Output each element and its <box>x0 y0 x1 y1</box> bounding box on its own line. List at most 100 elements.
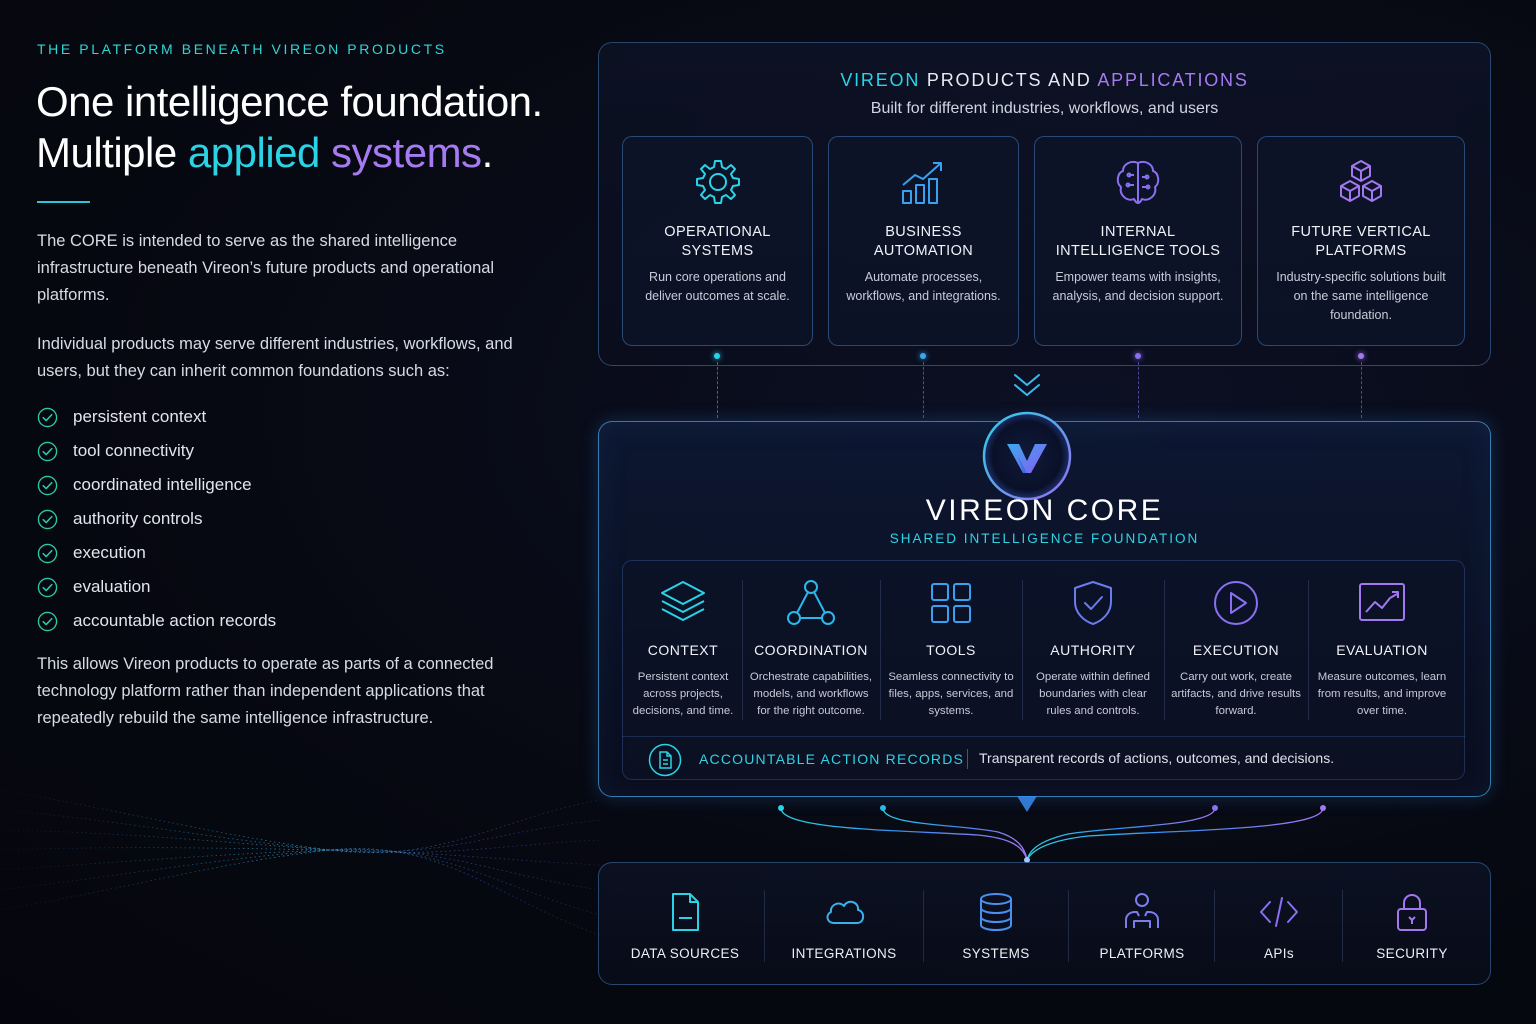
products-title: VIREON PRODUCTS AND APPLICATIONS <box>599 70 1490 91</box>
capability-description: Orchestrate capabilities, models, and wo… <box>749 671 873 717</box>
checklist-item: persistent context <box>37 400 276 434</box>
growth-chart-icon <box>901 162 942 204</box>
connector-dot <box>714 353 720 359</box>
core-subtitle: SHARED INTELLIGENCE FOUNDATION <box>889 531 1200 546</box>
product-description: Industry-specific solutions built on the… <box>1276 270 1446 322</box>
divider <box>1214 890 1215 962</box>
check-circle-icon <box>37 407 58 427</box>
headline-applied: applied <box>187 129 320 176</box>
particle-waves-decoration <box>0 789 600 936</box>
checklist-item: accountable action records <box>37 604 276 638</box>
headline: One intelligence foundation. Multiple ap… <box>36 76 543 178</box>
capability-title: EVALUATION <box>1336 642 1428 658</box>
checklist-label: persistent context <box>73 407 207 426</box>
checklist-item: execution <box>37 536 276 570</box>
base-item-data-sources[interactable]: DATA SOURCES <box>612 888 758 968</box>
base-item-security[interactable]: SECURITY <box>1348 888 1476 968</box>
headline-period: . <box>481 129 494 176</box>
connector-dot <box>1135 353 1141 359</box>
capability-tools[interactable]: TOOLS Seamless connectivity to files, ap… <box>882 578 1020 718</box>
divider <box>1342 890 1343 962</box>
checklist-label: execution <box>73 543 146 562</box>
connector-line <box>1361 362 1362 418</box>
base-item-label: SYSTEMS <box>962 946 1030 961</box>
base-item-label: INTEGRATIONS <box>791 946 897 961</box>
cloud-icon <box>826 900 865 924</box>
connector-line <box>923 362 924 418</box>
divider <box>880 580 881 720</box>
document-icon <box>672 893 699 931</box>
base-item-label: APIs <box>1263 946 1295 961</box>
capability-title: CONTEXT <box>647 642 719 658</box>
checklist-item: coordinated intelligence <box>37 468 276 502</box>
gear-icon <box>695 160 740 204</box>
products-title-end: APPLICATIONS <box>1097 70 1249 90</box>
capability-title: EXECUTION <box>1192 642 1280 658</box>
shield-check-icon <box>1074 581 1112 625</box>
foundations-paragraph: Individual products may serve different … <box>37 335 513 380</box>
checklist-label: evaluation <box>73 577 151 596</box>
products-title-brand: VIREON <box>840 70 921 90</box>
people-icon <box>1125 893 1159 928</box>
capabilities-container <box>622 560 1465 780</box>
checklist-label: accountable action records <box>73 611 277 630</box>
base-item-systems[interactable]: SYSTEMS <box>929 888 1063 968</box>
lock-icon <box>1397 894 1427 931</box>
grid-icon <box>931 583 971 623</box>
capability-title: AUTHORITY <box>1050 642 1136 658</box>
divider <box>1308 580 1309 720</box>
brain-icon <box>1116 161 1160 204</box>
capability-coordination[interactable]: COORDINATION Orchestrate capabilities, m… <box>744 578 878 718</box>
foundation-connectors <box>778 796 1326 863</box>
headline-line-2-a: Multiple <box>36 129 188 176</box>
divider <box>1022 580 1023 720</box>
capability-title: COORDINATION <box>754 642 868 658</box>
base-item-integrations[interactable]: INTEGRATIONS <box>770 888 918 968</box>
foundation-panel <box>598 862 1491 985</box>
capability-execution[interactable]: EXECUTION Carry out work, create artifac… <box>1166 578 1306 718</box>
capability-description: Seamless connectivity to files, apps, se… <box>888 671 1014 717</box>
closing-paragraph: This allows Vireon products to operate a… <box>37 655 494 727</box>
checklist-item: authority controls <box>37 502 276 536</box>
headline-line-1: One intelligence foundation. <box>36 78 543 125</box>
connector-dot <box>1358 353 1364 359</box>
base-item-platforms[interactable]: PLATFORMS <box>1074 888 1210 968</box>
records-description: Transparent records of actions, outcomes… <box>979 750 1335 766</box>
checklist-label: coordinated intelligence <box>73 475 252 494</box>
checklist-item: tool connectivity <box>37 434 276 468</box>
check-circle-icon <box>37 543 58 563</box>
capability-description: Carry out work, create artifacts, and dr… <box>1171 671 1301 717</box>
base-item-apis[interactable]: APIs <box>1220 888 1338 968</box>
foundations-checklist: persistent context tool connectivity coo… <box>37 400 276 638</box>
core-title: VIREON CORE <box>925 494 1164 527</box>
capability-description: Persistent context across projects, deci… <box>632 671 734 717</box>
headline-systems: systems <box>319 129 482 176</box>
divider <box>764 890 765 962</box>
database-icon <box>980 893 1012 932</box>
intro-paragraph: The CORE is intended to serve as the sha… <box>37 232 495 304</box>
capability-evaluation[interactable]: EVALUATION Measure outcomes, learn from … <box>1310 578 1454 718</box>
capability-title: TOOLS <box>926 642 976 658</box>
divider <box>1068 890 1069 962</box>
accent-rule <box>37 201 90 203</box>
vireon-logo <box>982 411 1072 501</box>
product-description: Run core operations and deliver outcomes… <box>645 270 790 303</box>
code-icon <box>1260 897 1298 927</box>
capability-authority[interactable]: AUTHORITY Operate within defined boundar… <box>1024 578 1162 718</box>
check-circle-icon <box>37 611 58 631</box>
products-panel: VIREON PRODUCTS AND APPLICATIONS Built f… <box>598 42 1491 366</box>
action-records-bar[interactable]: ACCOUNTABLE ACTION RECORDS Transparent r… <box>622 736 1465 780</box>
capability-context[interactable]: CONTEXT Persistent context across projec… <box>624 578 742 718</box>
check-circle-icon <box>37 577 58 597</box>
trend-icon <box>1359 583 1405 621</box>
capability-description: Measure outcomes, learn from results, an… <box>1317 671 1447 717</box>
capability-description: Operate within defined boundaries with c… <box>1036 671 1150 717</box>
